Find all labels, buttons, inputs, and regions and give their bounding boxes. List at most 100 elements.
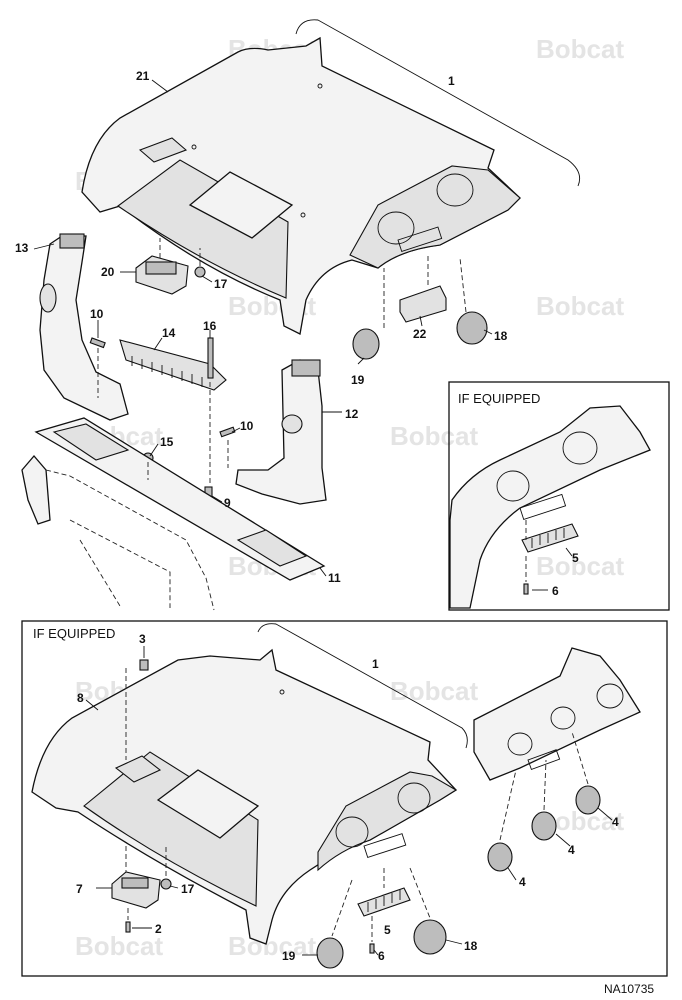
liner-opening	[52, 423, 130, 461]
bobcat-logo-icon: Bobcat	[390, 676, 478, 706]
figure-id: NA10735	[604, 982, 654, 996]
callout-number: 10	[90, 307, 104, 321]
callout-number: 15	[160, 435, 174, 449]
speaker-opening	[436, 173, 474, 207]
clip-part	[219, 426, 236, 438]
callout-number: 5	[384, 923, 391, 937]
watermark-text: Bobcat	[536, 291, 624, 321]
headliner-front-panel	[117, 159, 289, 299]
dome-light-teeth	[531, 528, 565, 548]
cab-frame-dashed	[45, 469, 215, 611]
watermark-text: Bobcat	[536, 551, 624, 581]
callout-number: 4	[568, 843, 575, 857]
pillar-handle-slot	[281, 414, 303, 434]
speaker-opening	[397, 782, 431, 814]
speaker-grille-part	[413, 919, 447, 955]
inset-title: IF EQUIPPED	[33, 626, 115, 641]
harness-bracket-part	[119, 339, 227, 391]
light-opening	[527, 749, 561, 770]
assembly-line	[97, 238, 467, 486]
callout-number: 4	[612, 815, 619, 829]
watermark-text: Bobcat	[536, 34, 624, 64]
callout-number: 16	[203, 319, 217, 333]
bobcat-logo-icon: Bobcat	[390, 421, 478, 451]
screw-part	[207, 337, 214, 379]
callout-number: 13	[15, 241, 29, 255]
screw-part	[139, 659, 149, 671]
speaker-opening	[507, 732, 533, 756]
callout-number: 3	[139, 632, 146, 646]
bobcat-logo-icon: Bobcat	[536, 34, 624, 64]
mounting-hole	[191, 144, 197, 150]
reading-light-teeth	[367, 890, 401, 912]
watermark-text: Bobcat	[390, 421, 478, 451]
light-opening	[397, 226, 443, 252]
speaker-grille-part	[456, 311, 488, 345]
rear-cap-detail	[473, 647, 641, 781]
reading-light-part	[399, 285, 447, 323]
callout-number: 19	[351, 373, 365, 387]
callout-number: 18	[494, 329, 508, 343]
speaker-grille-part	[531, 811, 557, 841]
callout-number: 7	[76, 882, 83, 896]
dome-light-lens	[121, 877, 149, 889]
callout-number: 20	[101, 265, 115, 279]
liner-opening	[236, 529, 308, 567]
speaker-grille-part	[575, 785, 601, 815]
light-opening	[363, 833, 407, 858]
pillar-handle-slot	[39, 283, 57, 313]
speaker-opening	[377, 211, 415, 245]
mounting-hole	[279, 689, 285, 695]
inset-title: IF EQUIPPED	[458, 391, 540, 406]
callout-number: 4	[519, 875, 526, 889]
assembly-bracket	[295, 19, 581, 187]
watermark-text: Bobcat	[390, 676, 478, 706]
leader-lines	[33, 79, 493, 577]
speaker-opening	[596, 683, 624, 709]
bobcat-logo-icon: Bobcat	[228, 931, 316, 961]
dome-light-part	[111, 871, 161, 909]
speaker-opening	[550, 706, 576, 730]
bobcat-logo-icon: Bobcat	[536, 551, 624, 581]
harness-bracket-teeth	[131, 356, 203, 387]
leader-line	[565, 547, 573, 557]
bobcat-logo-icon: Bobcat	[536, 291, 624, 321]
pillar-top-cap	[59, 233, 85, 249]
speaker-grille-part	[487, 842, 513, 872]
screw-part	[125, 921, 131, 933]
speaker-grille-part	[316, 937, 344, 969]
pillar-top-cap	[291, 359, 321, 377]
callout-number: 21	[136, 69, 150, 83]
headliner-console-opening	[156, 769, 260, 839]
assembly-line	[125, 668, 589, 942]
inset-frame	[448, 381, 670, 611]
main-assembly: 21 1 13 20 17 22 18 10 14 16 19 12 15 10…	[15, 19, 581, 611]
speaker-opening	[562, 431, 598, 465]
screw-part	[369, 943, 375, 954]
light-opening	[519, 493, 567, 520]
assembly-bracket	[257, 623, 468, 749]
callout-number: 10	[240, 419, 254, 433]
cab-frame-outline	[21, 455, 51, 525]
callout-number: 8	[77, 691, 84, 705]
callout-number: 1	[448, 74, 455, 88]
callout-number: 11	[328, 571, 341, 585]
callout-number: 17	[181, 882, 195, 896]
headliner-rear-cap	[349, 165, 521, 269]
callout-number: 2	[155, 922, 162, 936]
dome-light-part	[521, 523, 579, 553]
callout-number: 1	[372, 657, 379, 671]
watermark-text: Bobcat	[228, 931, 316, 961]
left-pillar-trim-part	[39, 235, 129, 421]
headliner-console-opening	[188, 171, 294, 239]
callout-numbers: 21 1 13 20 17 22 18 10 14 16 19 12 15 10…	[15, 69, 508, 585]
clip-part	[89, 337, 106, 349]
mounting-hole	[317, 83, 323, 89]
headliner-rear-section	[449, 405, 651, 609]
watermark-text: Bobcat	[75, 931, 163, 961]
callout-number: 22	[413, 327, 427, 341]
bottom-inset-panel: IF EQUIPPED	[21, 620, 668, 977]
bobcat-logo-icon: Bobcat	[75, 931, 163, 961]
dome-light-lens	[145, 261, 177, 275]
speaker-opening	[335, 816, 369, 848]
